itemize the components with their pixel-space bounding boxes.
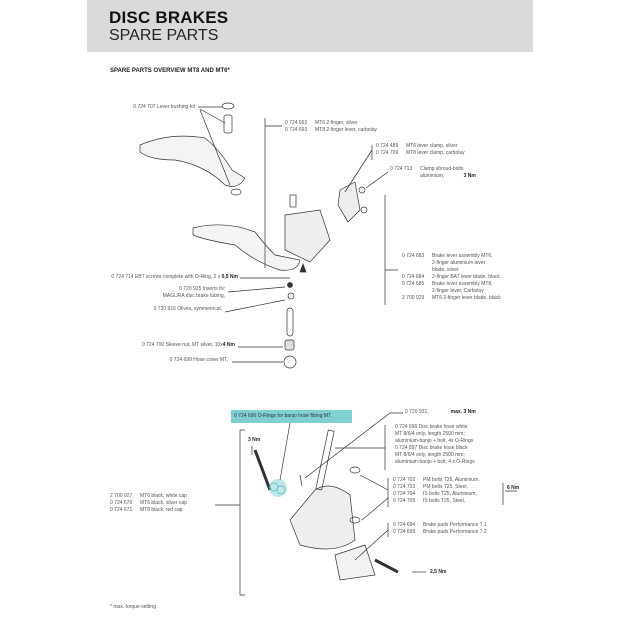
bolts-torque: 6 Nm (507, 485, 520, 491)
olives-label: 0 720 916 Olives, symmetrical, (153, 306, 222, 312)
page-title: DISC BRAKES (109, 8, 229, 27)
orings-label: 0 724 696 O-Rings for banjo hose fitting… (234, 413, 332, 419)
footnote: * max. torque setting (110, 604, 156, 610)
pad-torque: 2,5 Nm (430, 569, 447, 575)
sleeve-label: 0 724 700 Sleeve nut, MT silver, 10x4 Nm (141, 342, 235, 348)
ebt-label: 0 724 714 EBT screws complete with O-Rin… (111, 274, 238, 280)
orings-highlight (231, 410, 352, 423)
bleed-label: 0 720 931,max. 3 Nm (405, 409, 476, 415)
header-band (87, 0, 533, 52)
lever-bushing-label: 0 724 707 Lever bushing-kit (133, 104, 195, 110)
page-subtitle: SPARE PARTS (109, 27, 219, 44)
hosecover-label: 0 724 699 Hose cover MT, (169, 357, 228, 363)
section-title: SPARE PARTS OVERVIEW MT8 AND MT6* (110, 68, 230, 74)
banjo-torque: 3 Nm (248, 437, 261, 443)
